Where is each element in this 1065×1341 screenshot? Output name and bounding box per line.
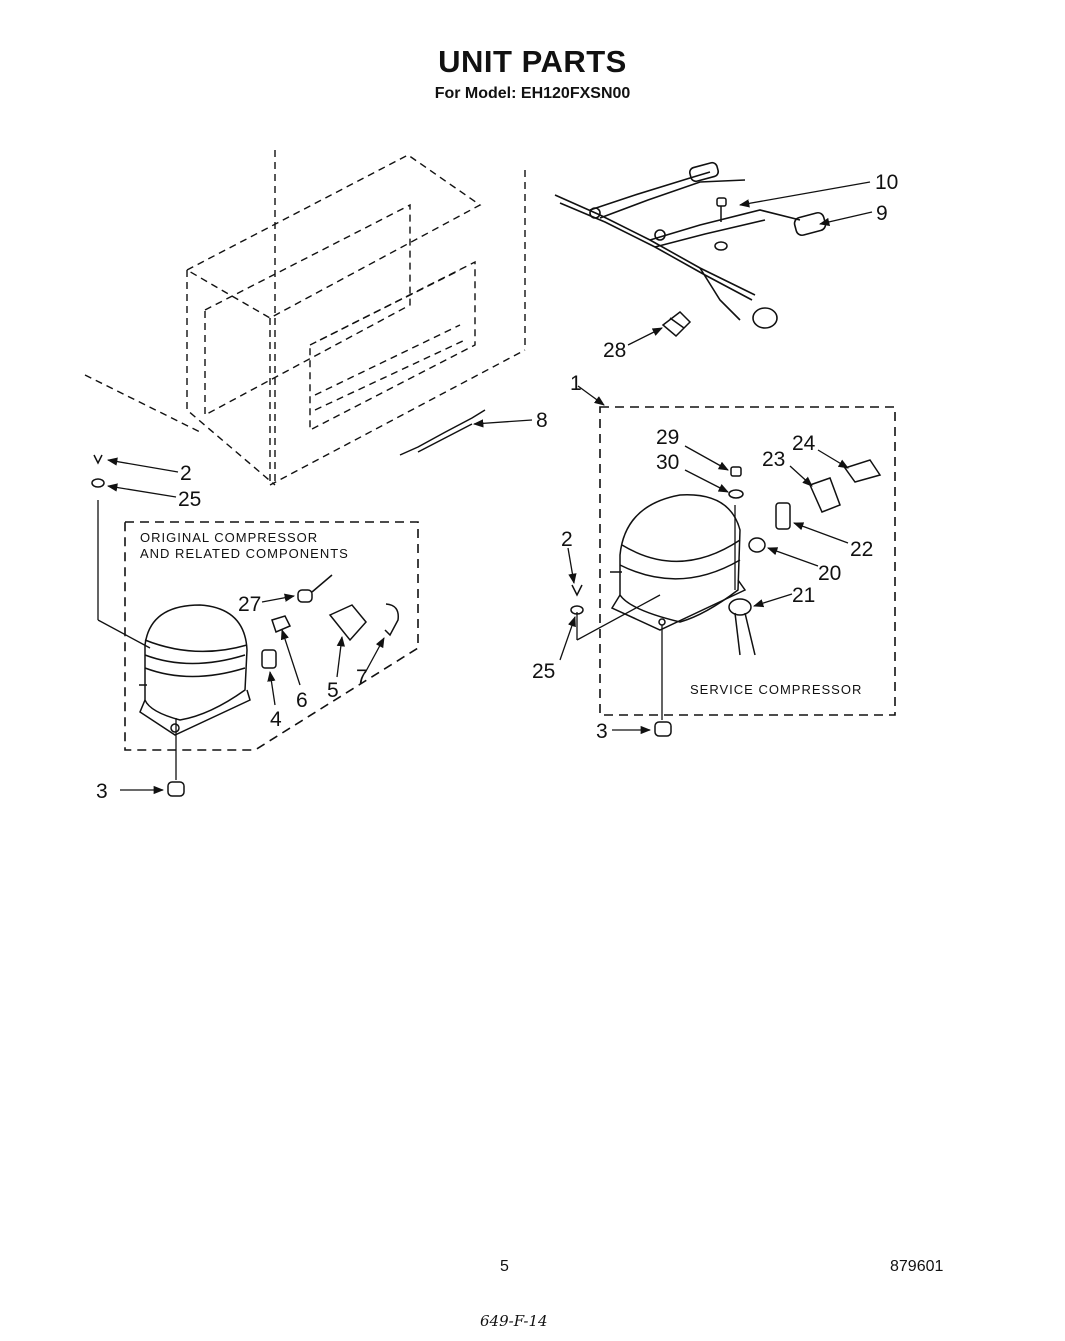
callout-6: 6: [296, 689, 308, 712]
left-grommet-3: [167, 781, 185, 797]
left-clip-grommet: [91, 454, 105, 488]
cabinet-outline: [84, 150, 526, 486]
original-box-label-2: AND RELATED COMPONENTS: [140, 546, 349, 561]
callout-9: 9: [876, 202, 888, 225]
page-title: UNIT PARTS: [438, 44, 627, 79]
callout-7: 7: [356, 666, 368, 689]
original-wire-lines: [97, 500, 177, 780]
callout-30: 30: [656, 451, 679, 474]
screw-part-10: [714, 197, 728, 251]
callout-25-right: 25: [532, 660, 555, 683]
callout-29: 29: [656, 426, 679, 449]
service-small-parts: [570, 459, 882, 737]
service-compressor-box: [599, 406, 896, 716]
wiring-harness: [554, 161, 827, 329]
callout-28: 28: [603, 339, 626, 362]
callout-3-left: 3: [96, 780, 108, 803]
callout-25-left: 25: [178, 488, 201, 511]
handwritten-note: 649-F-14: [480, 1312, 548, 1330]
original-compressor-box: [124, 521, 419, 751]
drier-part: [399, 409, 486, 456]
original-compressor: [139, 604, 251, 736]
callout-2-left: 2: [180, 462, 192, 485]
callout-1: 1: [570, 372, 582, 395]
callout-20: 20: [818, 562, 841, 585]
leader-arrows: [106, 181, 873, 795]
model-subtitle: For Model: EH120FXSN00: [434, 85, 631, 102]
service-box-label: SERVICE COMPRESSOR: [690, 682, 862, 697]
original-small-parts: [261, 574, 399, 669]
clip-part-28: [661, 311, 692, 338]
callout-27: 27: [238, 593, 261, 616]
original-box-label-1: ORIGINAL COMPRESSOR: [140, 530, 318, 545]
callout-21: 21: [792, 584, 815, 607]
callout-2-right: 2: [561, 528, 573, 551]
callout-24: 24: [792, 432, 816, 455]
service-compressor: [610, 494, 747, 631]
callout-10: 10: [875, 171, 898, 194]
callout-4: 4: [270, 708, 282, 731]
document-code: 879601: [890, 1258, 944, 1275]
callout-5: 5: [327, 679, 339, 702]
callout-23: 23: [762, 448, 785, 471]
service-wire-lines: [576, 505, 736, 720]
callout-22: 22: [850, 538, 873, 561]
callout-3-right: 3: [596, 720, 608, 743]
page-number: 5: [500, 1258, 509, 1275]
callout-8: 8: [536, 409, 548, 432]
